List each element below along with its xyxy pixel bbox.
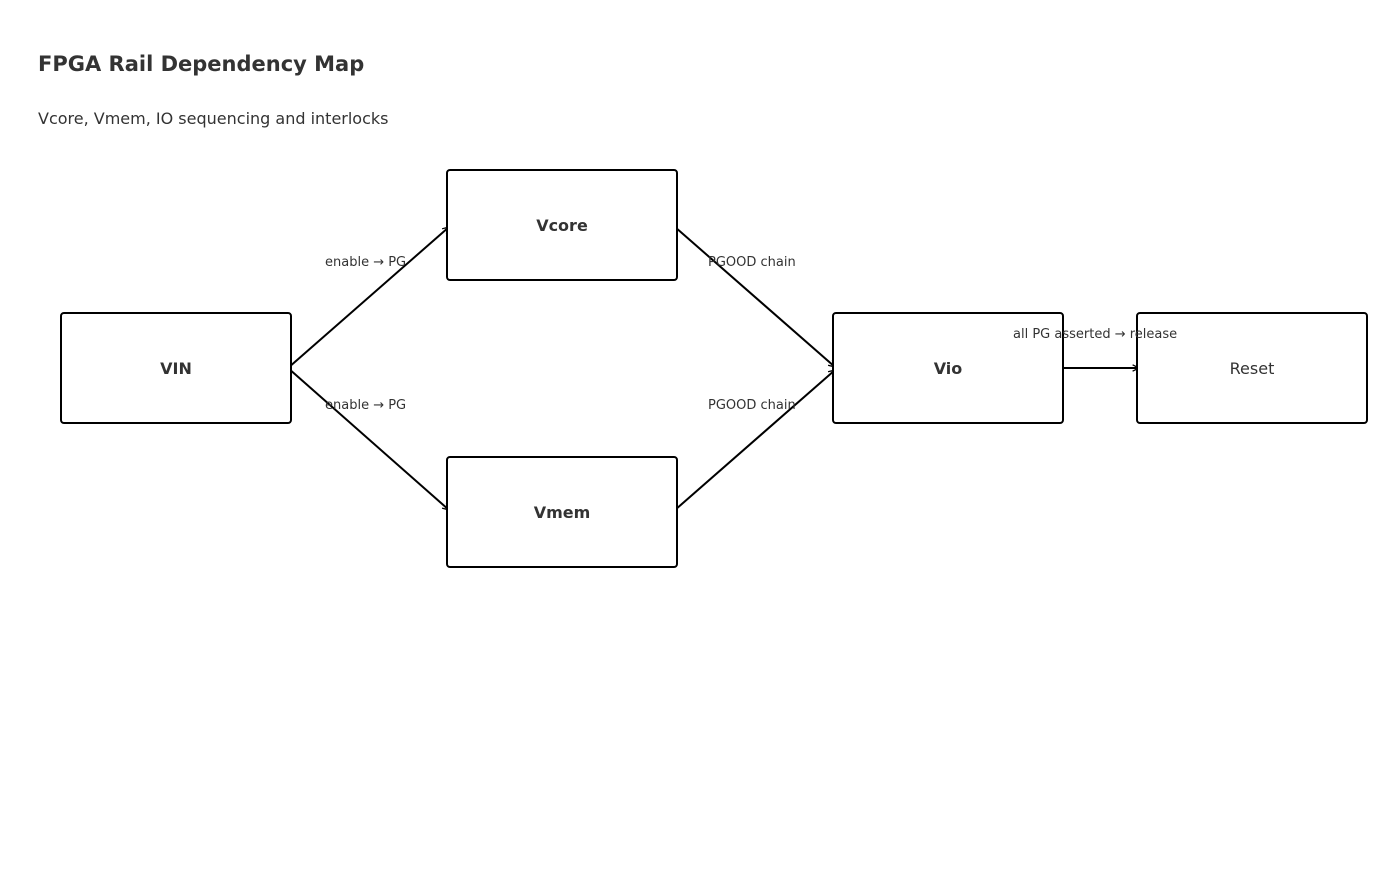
diagram-subtitle: Vcore, Vmem, IO sequencing and interlock… bbox=[38, 109, 389, 128]
edge-label-vin-vmem: enable → PG bbox=[325, 398, 407, 413]
node-vmem: Vmem bbox=[446, 456, 678, 568]
node-reset-label: Reset bbox=[1229, 358, 1275, 378]
node-reset: Reset bbox=[1136, 312, 1368, 424]
diagram-title: FPGA Rail Dependency Map bbox=[38, 52, 365, 76]
edge-label-vin-vcore: enable → PG bbox=[325, 255, 407, 270]
edge-label-vio-reset: all PG asserted → release bbox=[1013, 327, 1178, 342]
edge-vmem-vio bbox=[674, 370, 835, 511]
node-vcore: Vcore bbox=[446, 169, 678, 281]
edge-vin-vmem bbox=[287, 367, 449, 510]
node-vcore-label: Vcore bbox=[536, 215, 588, 235]
node-vio-label: Vio bbox=[933, 358, 963, 378]
edge-vcore-vio bbox=[674, 226, 835, 367]
edge-label-vcore-vio: PGOOD chain bbox=[708, 255, 796, 270]
node-vin-label: VIN bbox=[160, 358, 192, 378]
node-vio: Vio bbox=[832, 312, 1064, 424]
edge-vin-vcore bbox=[287, 227, 449, 369]
node-vmem-label: Vmem bbox=[533, 502, 591, 522]
node-vin: VIN bbox=[60, 312, 292, 424]
edge-label-vmem-vio: PGOOD chain bbox=[708, 398, 796, 413]
